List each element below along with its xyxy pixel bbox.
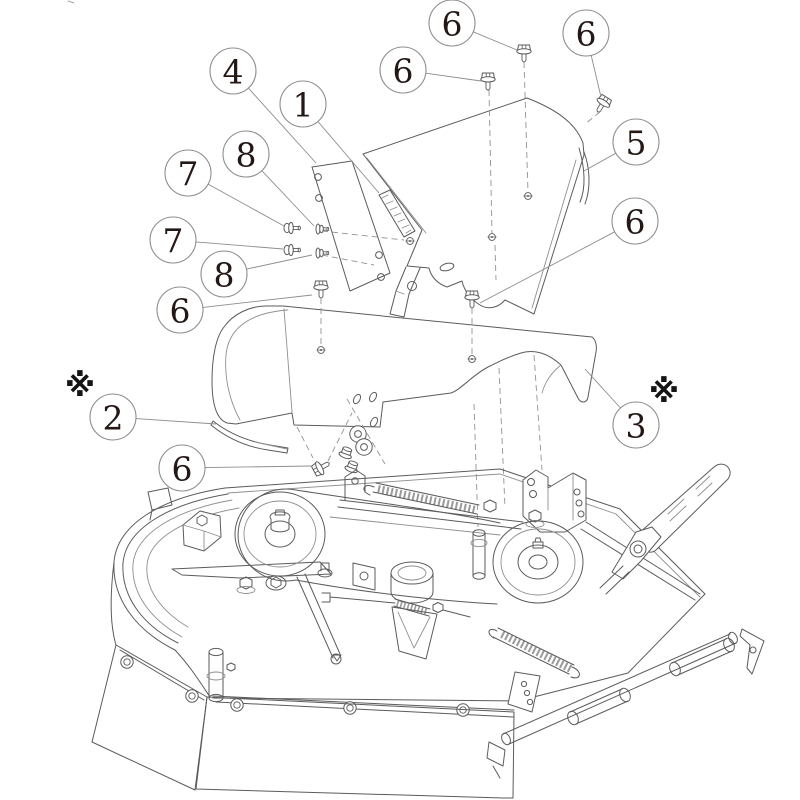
right-pulley [492,520,584,604]
lift-spring [488,627,580,679]
front-skirts [91,644,515,799]
callout-circle [612,401,660,449]
callout-number: 6 [442,5,463,44]
flange-bolt [480,72,496,91]
callout-1: 1 [279,80,380,194]
leader-line [204,465,313,469]
shoulder-screw [283,243,301,257]
washer [355,438,373,456]
callout-number: 4 [223,53,244,92]
flange-bolt [590,93,614,117]
callout-8: 8 [222,130,315,227]
left-pulley [234,488,326,582]
callout-3: 3 [584,368,660,449]
leader-line [207,183,285,227]
callout-6: 6 [158,444,313,492]
assembly-axes [296,61,601,528]
callout-number: 6 [576,15,597,54]
leader-line [590,55,602,98]
leader-line [246,254,313,270]
leader-line [584,368,621,409]
flange-nut [343,458,361,475]
leader-line [195,241,284,250]
leader-line [317,121,380,194]
spacer-stud [315,247,330,259]
leader-line [473,31,518,51]
leader-line [583,152,617,172]
mower-deck [91,463,765,799]
leader-line [479,231,615,304]
belt-cover [211,280,597,428]
hardware-cluster [310,391,379,479]
callout-circle [156,286,204,334]
flange-bolt [516,44,532,63]
callout-number: 6 [393,52,414,91]
flange-bolt [313,280,329,299]
leader-line [425,72,482,82]
wear-strip [210,420,289,454]
callout-number: 8 [214,256,235,295]
callout-circle [379,46,427,94]
callout-number: 5 [626,124,647,163]
shoulder-screw [283,221,301,235]
leader-line [248,87,317,164]
callout-circle [612,118,660,166]
turnbuckle-rod [321,592,471,618]
callout-6: 6 [562,9,610,98]
spacer-stud [315,223,330,235]
print-speck [67,0,75,4]
callout-circle [611,197,659,245]
flange-bolt [310,456,334,479]
front-post [206,647,236,703]
callout-circle [200,250,248,298]
callout-circle [209,47,257,95]
callout-number: 3 [626,407,647,446]
callout-number: 1 [293,86,314,125]
leader-line [261,170,315,227]
seal-rib-hatched [378,189,416,238]
mount-plate [311,160,391,292]
callout-number: 6 [170,292,191,331]
reference-mark: ※ [649,374,679,410]
roller-bar [486,631,738,779]
callout-6: 6 [428,0,518,51]
deflector-plate [362,97,590,318]
flange-nut [337,444,355,461]
reference-mark: ※ [65,368,95,404]
callout-circle [428,0,476,47]
callout-circle [164,149,212,197]
leader-line [202,294,313,308]
hanger-bracket [522,469,587,533]
callout-circle [158,444,206,492]
callout-number: 8 [236,136,257,175]
reference-mark-layer: ※※ [65,368,679,410]
callout-circle [562,9,610,57]
callout-circle [89,393,137,441]
callout-number: 7 [163,222,184,261]
callout-6: 6 [379,46,482,94]
callout-number: 7 [178,155,199,194]
callout-7: 7 [164,149,285,227]
callout-7: 7 [149,216,284,264]
callout-circle [149,216,197,264]
callout-5: 5 [583,118,660,172]
flange-bolt [464,290,480,309]
callout-2: 2 [89,393,217,441]
leader-line [135,418,217,425]
idler-boss [390,561,434,604]
callout-number: 6 [625,203,646,242]
height-lever [599,463,731,595]
callout-6: 6 [156,286,313,334]
tension-spring [363,482,497,515]
callout-4: 4 [209,47,317,164]
callout-number: 6 [172,450,193,489]
callout-6: 6 [479,197,659,304]
callout-8: 8 [200,250,313,298]
callout-number: 2 [103,399,124,438]
callout-circle [222,130,270,178]
callout-circle [279,80,327,128]
